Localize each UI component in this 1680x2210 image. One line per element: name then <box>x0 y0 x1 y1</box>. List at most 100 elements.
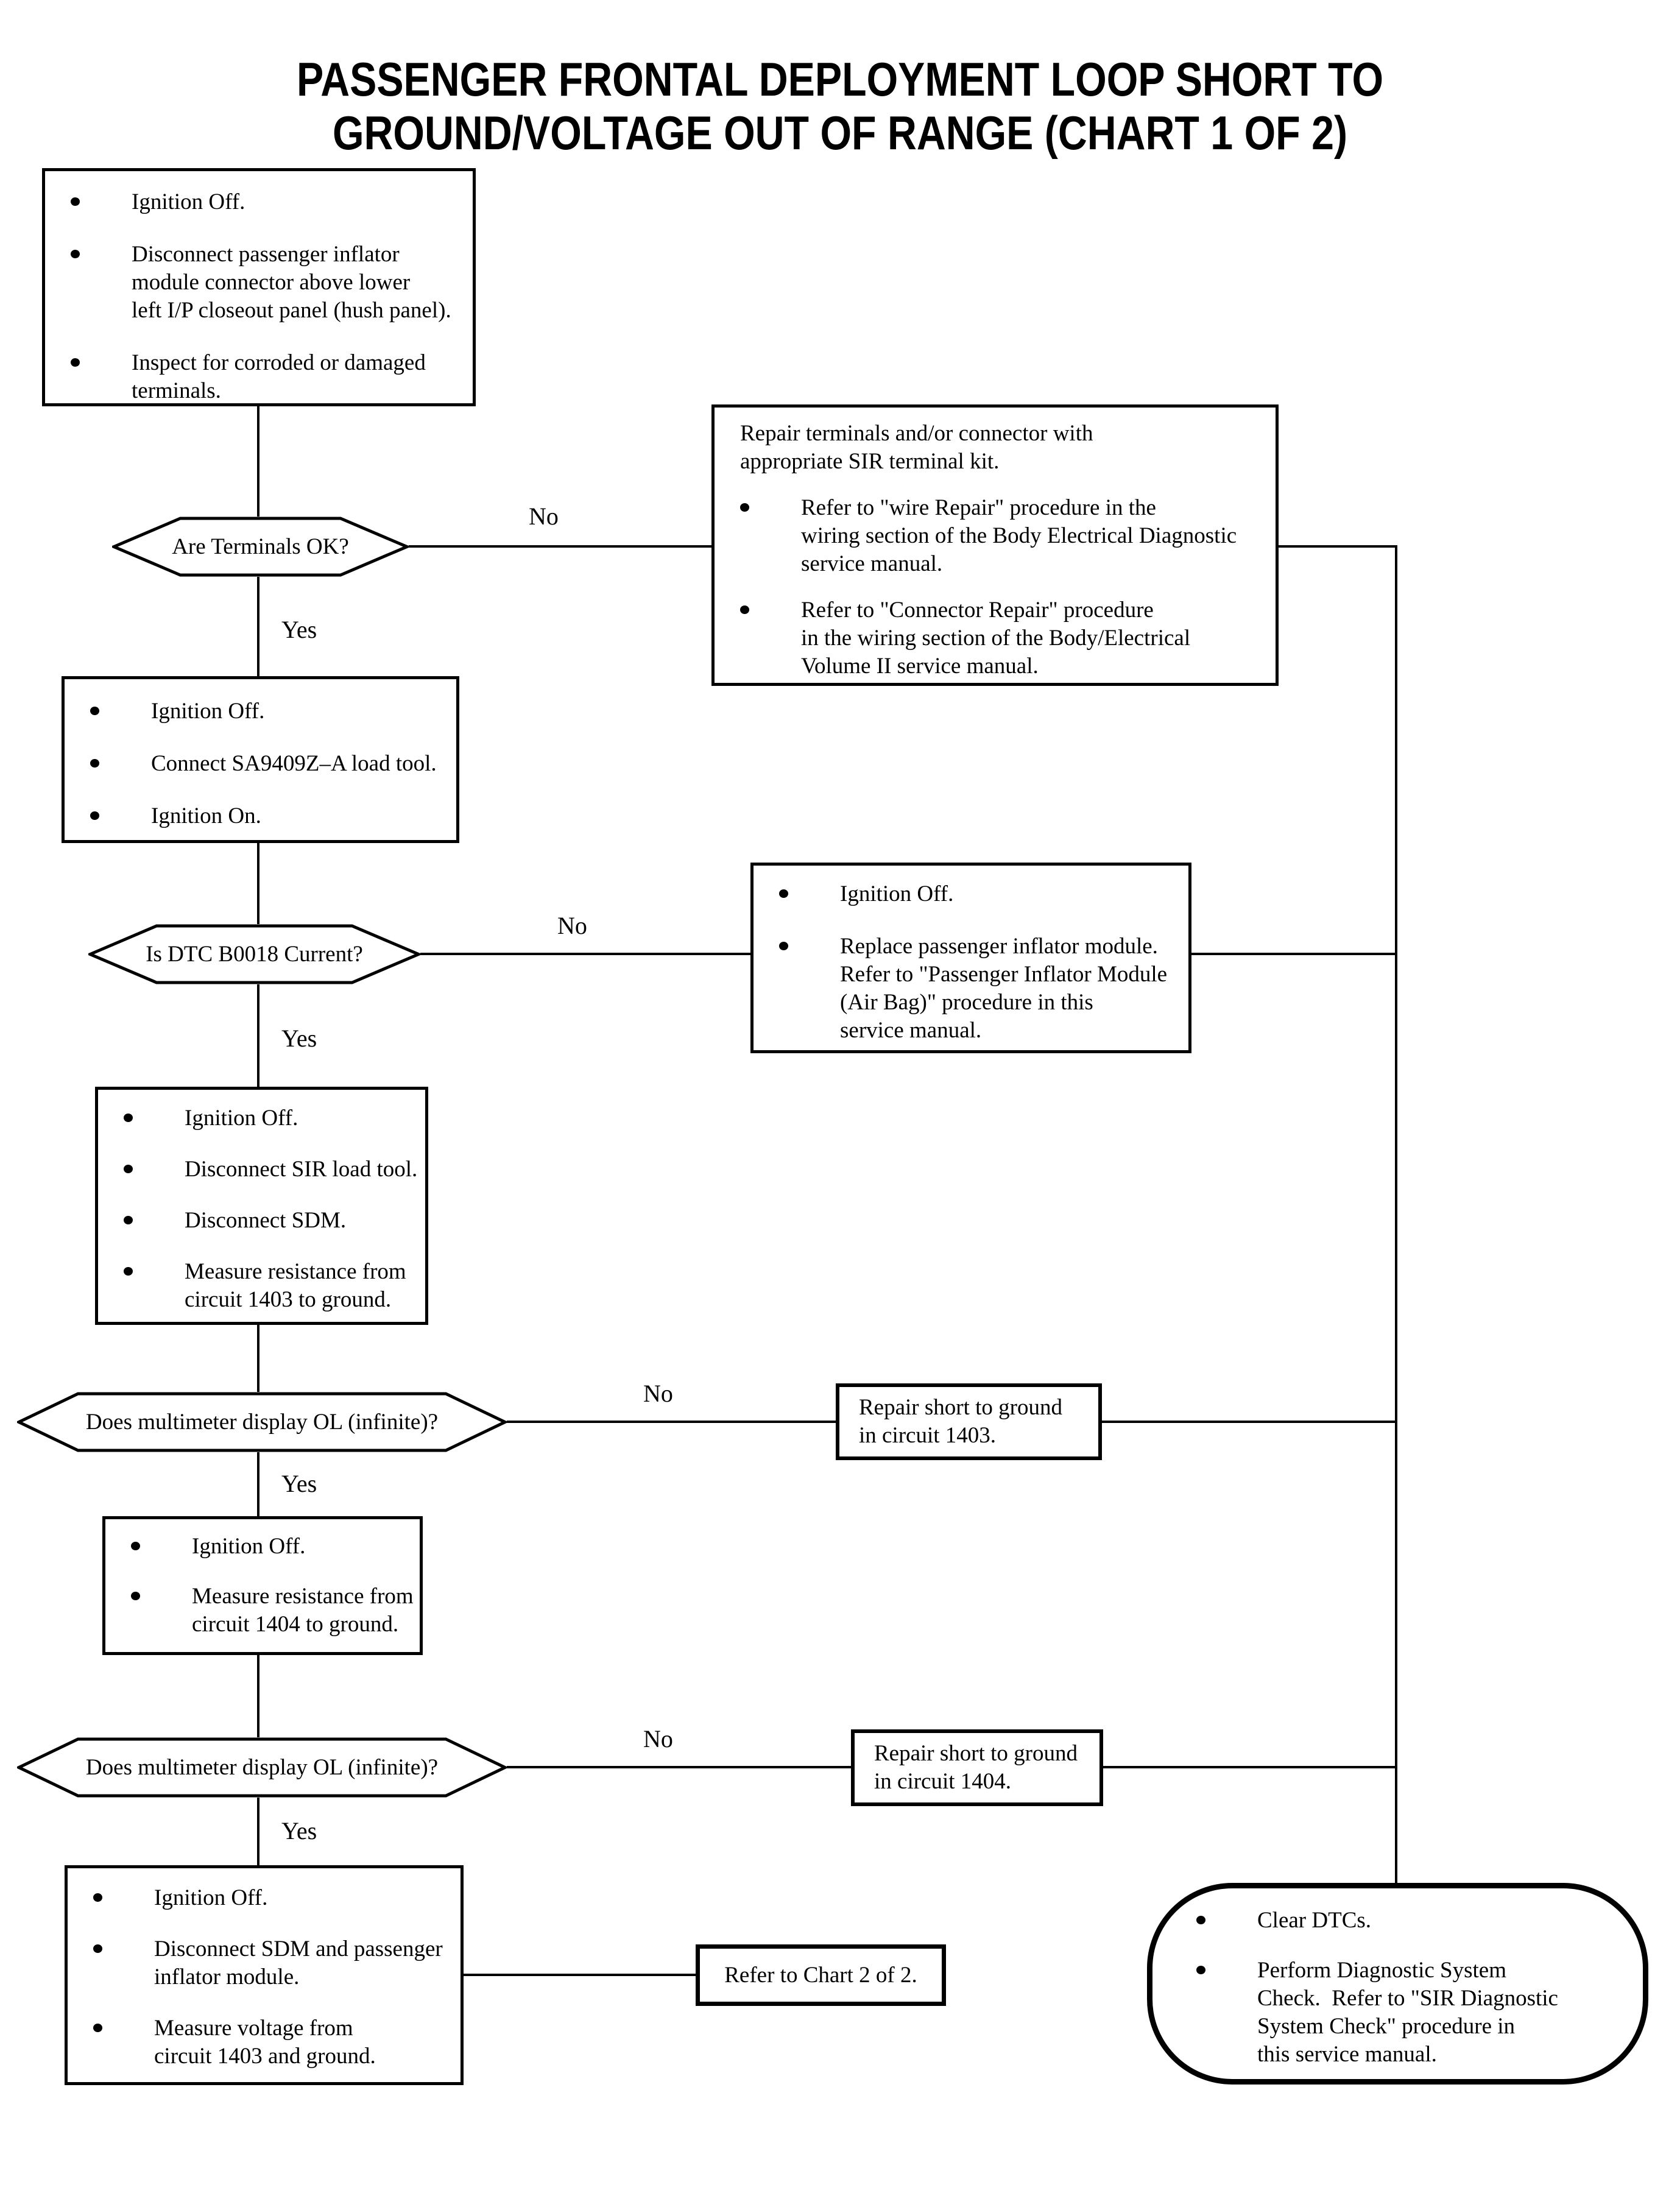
step-text: Measure resistance from circuit 1403 to … <box>185 1259 406 1312</box>
list-item: Clear DTCs. <box>1196 1907 1631 1935</box>
connector-decision1-yes <box>257 577 259 676</box>
no-label: No <box>643 1380 673 1407</box>
bullet-icon <box>90 759 99 768</box>
step-text: Ignition Off. <box>151 699 265 724</box>
list-item: Measure voltage from circuit 1403 and gr… <box>93 2014 452 2071</box>
step-text: Ignition Off. <box>132 189 245 214</box>
connector-repair1403-to-rail <box>1102 1421 1396 1423</box>
clear-dtcs-terminator: Clear DTCs. Perform Diagnostic System Ch… <box>1147 1883 1648 2085</box>
list-item: Repair terminals and/or connector with a… <box>740 420 1267 476</box>
bullet-icon <box>124 1216 133 1224</box>
step5-box: Ignition Off. Disconnect SDM and passeng… <box>65 1865 464 2085</box>
step-text: Disconnect SDM. <box>185 1208 347 1233</box>
step-text: Connect SA9409Z–A load tool. <box>151 751 437 776</box>
refer-chart2-box: Refer to Chart 2 of 2. <box>696 1944 946 2006</box>
step-text: Ignition On. <box>151 803 261 828</box>
bullet-icon <box>779 942 788 950</box>
connector-decision2-yes <box>257 984 259 1087</box>
step-text: Repair short to ground in circuit 1404. <box>874 1741 1078 1794</box>
page-title-line2: GROUND/VOLTAGE OUT OF RANGE (CHART 1 OF … <box>332 106 1348 160</box>
yes-label: Yes <box>281 1470 317 1497</box>
decision-question: Are Terminals OK? <box>172 534 349 559</box>
decision-hexagon <box>17 1392 507 1452</box>
step2-box: Ignition Off. Connect SA9409Z–A load too… <box>62 676 459 843</box>
list-item: Disconnect SIR load tool. <box>124 1156 417 1184</box>
bullet-icon <box>124 1165 133 1173</box>
connector-decision2-no <box>420 953 750 955</box>
step-text: Replace passenger inflator module. Refer… <box>840 934 1168 1043</box>
list-item: Replace passenger inflator module. Refer… <box>779 933 1180 1045</box>
bullet-icon <box>90 707 99 715</box>
repair-circuit-1403-box: Repair short to ground in circuit 1403. <box>836 1383 1102 1460</box>
bullet-icon <box>71 197 80 206</box>
list-item: Perform Diagnostic System Check. Refer t… <box>1196 1957 1631 2069</box>
list-item: Measure resistance from circuit 1403 to … <box>124 1258 417 1314</box>
step-text: Clear DTCs. <box>1257 1908 1372 1933</box>
connector-decision4-no <box>507 1766 851 1768</box>
bullet-icon <box>124 1114 133 1122</box>
decision-multimeter-ol-1: Does multimeter display OL (infinite)? <box>17 1392 507 1452</box>
connector-step2-to-decision2 <box>257 843 259 924</box>
bullet-icon <box>93 2024 102 2032</box>
bullet-icon <box>740 503 749 512</box>
decision-dtc-b0018-current: Is DTC B0018 Current? <box>88 924 420 984</box>
list-item: Ignition Off. <box>779 880 1180 908</box>
step-text: Refer to "wire Repair" procedure in the … <box>801 495 1237 576</box>
list-item: Disconnect passenger inflator module con… <box>71 241 461 325</box>
repair-terminals-box: Repair terminals and/or connector with a… <box>711 404 1279 686</box>
bullet-icon <box>93 1944 102 1953</box>
connector-decision3-no <box>507 1421 836 1423</box>
connector-step3-to-decision3 <box>257 1325 259 1392</box>
decision-question: Does multimeter display OL (infinite)? <box>85 1755 439 1780</box>
list-item: Refer to "Connector Repair" procedure in… <box>740 596 1267 680</box>
list-item: Inspect for corroded or damaged terminal… <box>71 349 461 405</box>
connector-decision4-yes <box>257 1798 259 1865</box>
bullet-icon <box>90 811 99 820</box>
no-label: No <box>529 503 559 530</box>
connector-step5-to-chart2 <box>464 1974 696 1976</box>
bullet-icon <box>131 1542 140 1550</box>
list-item: Ignition Off. <box>90 697 448 725</box>
step-text: Ignition Off. <box>840 881 954 906</box>
repair-circuit-1404-box: Repair short to ground in circuit 1404. <box>851 1729 1103 1806</box>
connector-repair1404-to-rail <box>1103 1766 1396 1768</box>
step-text: Disconnect passenger inflator module con… <box>132 242 451 323</box>
bullet-icon <box>131 1592 140 1600</box>
step-text: Ignition Off. <box>192 1534 306 1559</box>
step-text: Disconnect SDM and passenger inflator mo… <box>154 1936 443 1989</box>
bullet-icon <box>93 1893 102 1902</box>
bullet-icon <box>1196 1966 1205 1974</box>
list-item: Ignition Off. <box>93 1884 452 1912</box>
connector-decision1-no <box>409 545 711 548</box>
step3-box: Ignition Off. Disconnect SIR load tool. … <box>95 1087 428 1325</box>
page-title-line1: PASSENGER FRONTAL DEPLOYMENT LOOP SHORT … <box>296 52 1384 106</box>
list-item: Disconnect SDM. <box>124 1207 417 1235</box>
bullet-icon <box>740 605 749 614</box>
yes-label: Yes <box>281 616 317 643</box>
step-text: Repair terminals and/or connector with a… <box>740 421 1093 474</box>
connector-decision3-yes <box>257 1452 259 1516</box>
replace-inflator-module-box: Ignition Off. Replace passenger inflator… <box>750 863 1191 1053</box>
no-label: No <box>557 912 587 939</box>
connector-replace-module-to-rail <box>1191 953 1396 955</box>
list-item: Ignition Off. <box>124 1104 417 1132</box>
step1-box: Ignition Off. Disconnect passenger infla… <box>42 168 476 406</box>
yes-label: Yes <box>281 1817 317 1845</box>
list-item: Disconnect SDM and passenger inflator mo… <box>93 1935 452 1991</box>
decision-multimeter-ol-2: Does multimeter display OL (infinite)? <box>17 1737 507 1798</box>
list-item: Ignition Off. <box>131 1533 411 1561</box>
step-text: Measure resistance from circuit 1404 to … <box>192 1584 414 1637</box>
yes-label: Yes <box>281 1025 317 1052</box>
list-item: Ignition On. <box>90 802 448 830</box>
list-item: Connect SA9409Z–A load tool. <box>90 750 448 778</box>
step-text: Refer to Chart 2 of 2. <box>724 1962 917 1988</box>
list-item: Ignition Off. <box>71 188 461 216</box>
connector-right-rail <box>1395 545 1397 1883</box>
decision-question: Is DTC B0018 Current? <box>146 942 363 967</box>
bullet-icon <box>71 358 80 367</box>
page-title: PASSENGER FRONTAL DEPLOYMENT LOOP SHORT … <box>126 52 1554 160</box>
step-text: Refer to "Connector Repair" procedure in… <box>801 598 1191 679</box>
bullet-icon <box>71 250 80 258</box>
bullet-icon <box>124 1267 133 1276</box>
